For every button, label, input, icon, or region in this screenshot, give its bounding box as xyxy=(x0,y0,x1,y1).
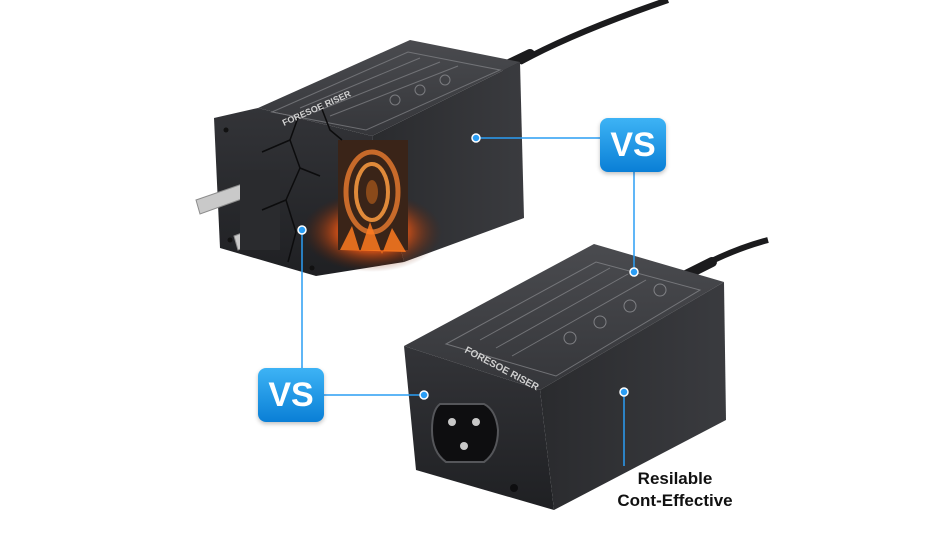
burnt-interior xyxy=(302,140,442,272)
callout-dots xyxy=(297,133,639,400)
intact-adapter: FORESOE RISER xyxy=(404,237,769,510)
caption-line-1: Resilable xyxy=(637,469,713,488)
caption-line-2: Cont-Effective xyxy=(617,491,733,510)
power-inlet xyxy=(430,403,500,463)
top-cable xyxy=(518,0,669,65)
top-adapter-label xyxy=(270,51,502,131)
plug-prongs xyxy=(195,170,280,251)
bottom-adapter-top-face xyxy=(404,244,724,390)
bottom-adapter-side-face xyxy=(540,282,726,510)
vs-badge-top: VS xyxy=(600,118,666,172)
crack-lines xyxy=(261,103,343,263)
bottom-adapter-label xyxy=(444,261,702,377)
callout-lines xyxy=(301,137,635,466)
damaged-adapter: FORESOE RISER xyxy=(195,0,669,276)
feature-caption: Resilable Cont-Effective xyxy=(600,468,750,512)
vs-badge-bottom: VS xyxy=(258,368,324,422)
